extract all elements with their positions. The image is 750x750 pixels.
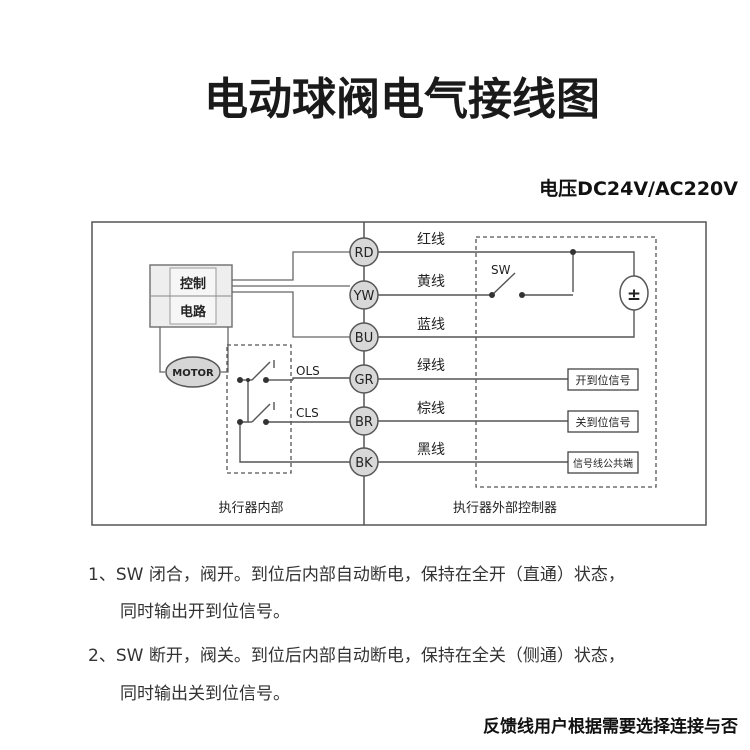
motor-label: MOTOR — [172, 368, 214, 379]
outer-frame — [91, 221, 707, 526]
wire-label-yellow: 黄线 — [417, 273, 445, 290]
terminal-bk-code: BK — [355, 456, 373, 471]
control-circuit-box: 控制 电路 — [149, 264, 233, 328]
footer-note: 反馈线用户根据需要选择连接与否 — [483, 717, 738, 737]
sw-contacts — [489, 249, 576, 298]
wire-label-brown: 棕线 — [417, 401, 445, 417]
section-inside-label: 执行器内部 — [218, 500, 283, 516]
limit-switch-dots — [237, 377, 269, 425]
note-1-line-2: 同时输出开到位信号。 — [120, 602, 290, 622]
control-circuit-label-2: 电路 — [180, 304, 207, 320]
signal-common-label: 信号线公共端 — [573, 457, 633, 470]
note-1-line-1: 1、SW 闭合，阀开。到位后内部自动断电，保持在全开（直通）状态， — [88, 565, 625, 585]
note-2-line-1: 2、SW 断开，阀关。到位后内部自动断电，保持在全关（侧通）状态， — [88, 646, 625, 666]
terminal-yw-code: YW — [353, 289, 375, 304]
voltage-label: 电压DC24V/AC220V — [539, 177, 738, 200]
terminal-YW: YW 黄线 — [349, 273, 445, 310]
motor: MOTOR — [165, 356, 221, 388]
control-circuit-label-1: 控制 — [180, 276, 206, 292]
signal-open-box: 开到位信号 — [567, 368, 639, 391]
terminal-bu-code: BU — [355, 331, 373, 346]
ols-label: OLS — [296, 364, 320, 378]
terminal-BU: BU 蓝线 — [349, 317, 445, 352]
wire-label-green: 绿线 — [417, 358, 445, 374]
cls-label: CLS — [296, 406, 319, 420]
diagram-title: 电动球阀电气接线图 — [204, 74, 600, 125]
terminal-gr-code: GR — [354, 373, 373, 388]
terminal-RD: RD 红线 — [349, 232, 445, 267]
external-controller-box — [475, 236, 657, 488]
sw-label: SW — [491, 263, 511, 277]
terminal-BK: BK 黑线 — [349, 442, 445, 477]
signal-open-label: 开到位信号 — [576, 373, 631, 387]
signal-common-box: 信号线公共端 — [567, 451, 639, 474]
note-2-line-2: 同时输出关到位信号。 — [120, 684, 290, 704]
terminal-GR: GR 绿线 — [349, 358, 445, 394]
wire-label-black: 黑线 — [417, 442, 445, 458]
signal-close-box: 关到位信号 — [567, 410, 639, 433]
limit-switch-wiring — [239, 360, 350, 463]
power-supply: ± — [619, 275, 649, 311]
terminal-br-code: BR — [355, 415, 373, 430]
power-symbol: ± — [627, 285, 641, 305]
limit-switch-box — [226, 344, 292, 474]
signal-close-label: 关到位信号 — [576, 415, 631, 429]
section-outside-label: 执行器外部控制器 — [453, 501, 557, 516]
terminal-rd-code: RD — [354, 246, 373, 261]
terminal-BR: BR 棕线 — [349, 401, 445, 436]
control-wires — [159, 251, 350, 373]
wire-label-blue: 蓝线 — [417, 317, 445, 333]
wire-label-red: 红线 — [417, 232, 445, 248]
